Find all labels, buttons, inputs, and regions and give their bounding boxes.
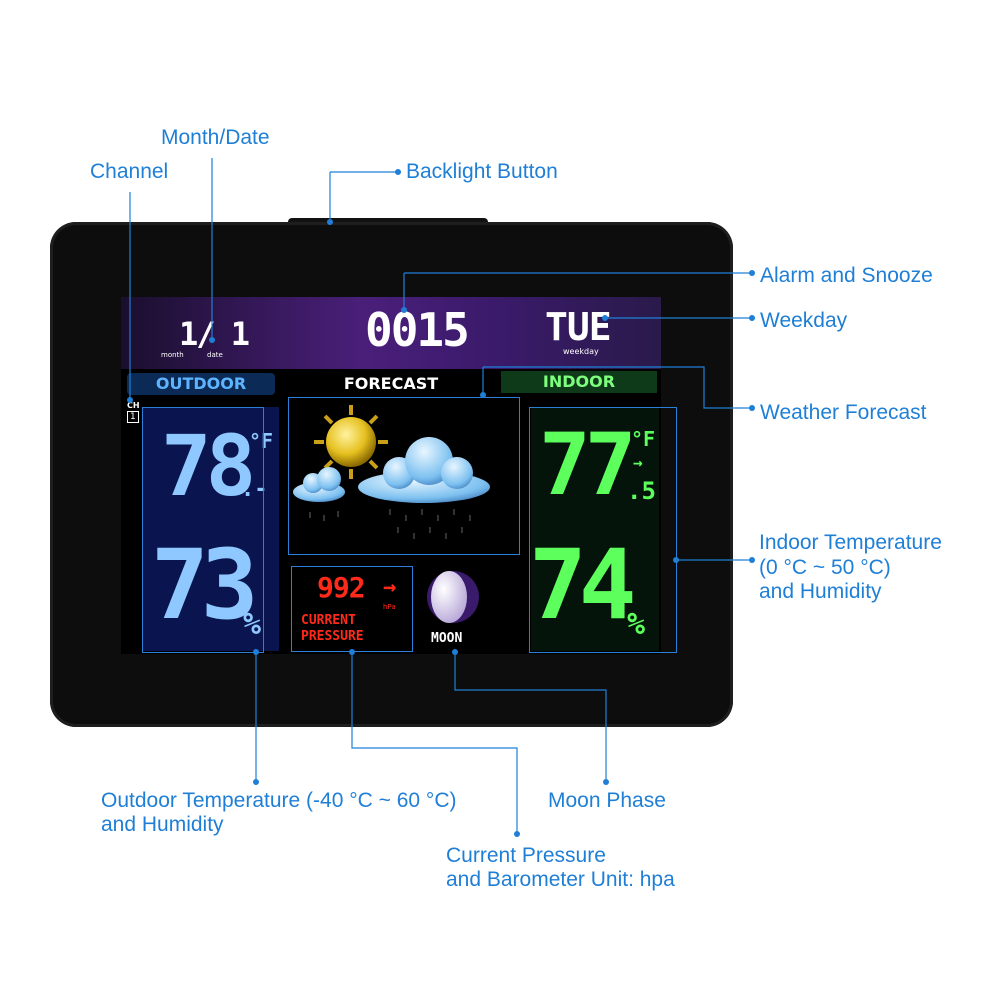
lcd-screen: 1/ 1 month date 0015 TUE weekday OUTDOOR… [121,297,661,654]
weekday-label: weekday [563,347,599,356]
outdoor-humidity-percent: % [243,607,262,642]
indoor-highlight-box [529,407,677,653]
outdoor-temperature: 78 [161,417,256,515]
month-label: month [161,351,184,359]
callout-alarm-snooze: Alarm and Snooze [760,264,933,287]
indoor-trend-arrow: → [633,453,643,472]
callout-weekday: Weekday [760,309,848,332]
moon-label: MOON [431,631,463,646]
indoor-temp-unit: °F [631,427,656,451]
date-label: date [207,351,223,359]
callout-channel: Channel [90,160,169,183]
callout-outdoor-line-2: and Humidity [101,813,224,836]
pressure-panel [293,569,411,649]
callout-month-date: Month/Date [161,126,270,149]
forecast-header: FORECAST [343,374,439,393]
indoor-temperature: 77 [539,415,637,515]
pressure-value: 992 [317,571,366,604]
outdoor-highlight-box [142,407,264,653]
weekday-display: TUE [545,305,612,349]
callout-pressure-line-1: Current Pressure [446,844,606,867]
outdoor-panel [143,407,279,651]
indoor-temp-decimal: .5 [627,477,656,505]
callout-weather-forecast: Weather Forecast [760,401,927,424]
channel-label: CH [127,401,140,410]
callout-indoor-line-1: Indoor Temperature [759,531,942,554]
pressure-highlight-box [291,566,413,652]
indoor-header: INDOOR [501,371,657,393]
moon-phase-icon [427,571,479,623]
indoor-humidity: 74 [529,529,637,641]
callout-backlight-button: Backlight Button [406,160,558,183]
pressure-unit: hPa [383,603,396,611]
forecast-sun-cloud-icon [293,405,490,539]
channel-number: 1 [127,411,139,423]
outdoor-humidity: 73 [151,529,259,641]
callout-outdoor-line-1: Outdoor Temperature (-40 °C ~ 60 °C) [101,789,457,812]
outdoor-temp-unit: °F [249,429,274,453]
pressure-trend-arrow: → [383,575,397,600]
outdoor-header: OUTDOOR [127,373,275,395]
pressure-label-2: PRESSURE [301,629,364,644]
callout-moon-phase: Moon Phase [548,789,666,812]
indoor-humidity-percent: % [627,607,646,642]
forecast-highlight-box [288,397,520,555]
forecast-panel [289,397,519,553]
pressure-label-1: CURRENT [301,613,356,628]
callout-indoor-line-2: (0 °C ~ 50 °C) [759,556,891,579]
indoor-panel [531,407,659,651]
callout-pressure-line-2: and Barometer Unit: hpa [446,868,675,891]
callout-indoor-line-3: and Humidity [759,580,882,603]
month-date-display: 1/ 1 [179,315,250,353]
alarm-time-display: 0015 [365,303,470,357]
